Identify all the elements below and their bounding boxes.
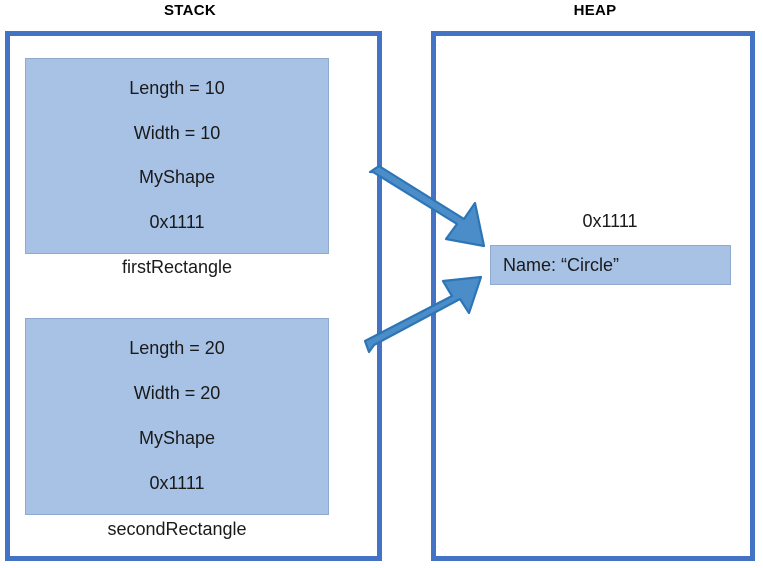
heap-object-box: Name: “Circle”	[490, 245, 731, 285]
heap-region	[431, 31, 755, 561]
heap-object-address: 0x1111	[582, 211, 638, 231]
stack-frame-label-second-rectangle: secondRectangle	[107, 519, 247, 539]
frame-field-width: Width = 10	[133, 122, 221, 143]
frame-field-width: Width = 20	[133, 383, 221, 404]
heap-title: HEAP	[573, 2, 617, 19]
frame-field-type: MyShape	[138, 167, 216, 188]
frame-field-reference: 0x1111	[149, 472, 205, 493]
stack-frame-second-rectangle: Length = 20 Width = 20 MyShape 0x1111	[25, 318, 329, 515]
stack-frame-first-rectangle: Length = 10 Width = 10 MyShape 0x1111	[25, 58, 329, 254]
stack-title: STACK	[163, 2, 217, 19]
frame-field-length: Length = 10	[129, 78, 225, 99]
frame-field-type: MyShape	[138, 427, 216, 448]
frame-field-reference: 0x1111	[149, 211, 205, 232]
stack-frame-label-first-rectangle: firstRectangle	[121, 257, 233, 277]
heap-object-content: Name: “Circle”	[503, 254, 620, 275]
frame-field-length: Length = 20	[129, 338, 225, 359]
